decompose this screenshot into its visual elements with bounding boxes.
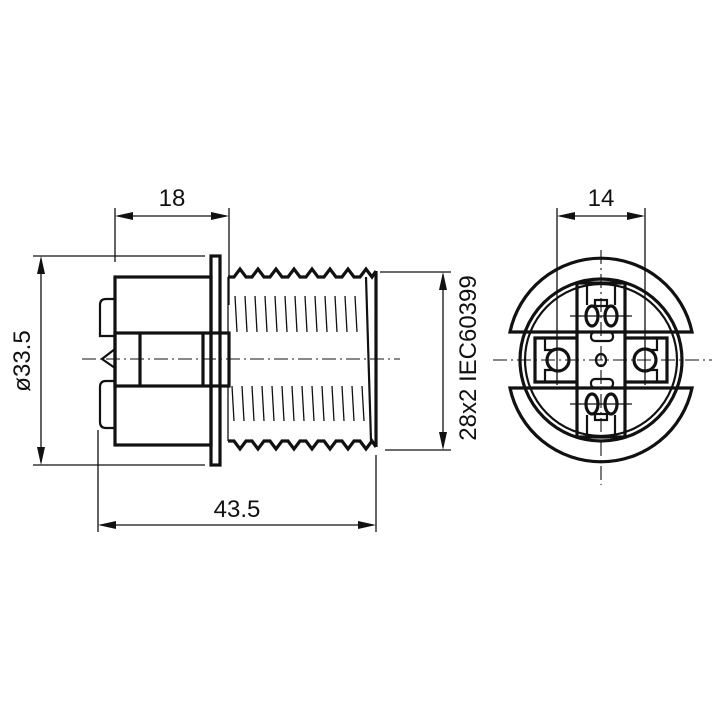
lower-contacts xyxy=(570,377,632,422)
upper-contacts xyxy=(570,298,632,343)
rear-body xyxy=(113,275,213,447)
dimension-label-diameter: ø33.5 xyxy=(9,330,36,391)
lower-shell xyxy=(508,386,694,464)
lower-thread-hatch xyxy=(231,385,365,422)
central-boss xyxy=(113,331,231,388)
contact-carrier xyxy=(575,281,627,439)
top-thread-profile xyxy=(228,266,378,280)
inner-body-ring xyxy=(518,277,684,443)
dimension-label-18: 18 xyxy=(159,185,186,212)
center-hole xyxy=(594,352,608,368)
dimension-43-5 xyxy=(97,430,377,532)
dimension-diameter xyxy=(33,255,205,466)
lower-terminal-tab xyxy=(98,379,115,430)
upper-shell xyxy=(508,256,694,334)
left-arm xyxy=(533,336,577,384)
dimension-label-14: 14 xyxy=(588,185,615,212)
dimension-label-43-5: 43.5 xyxy=(214,496,261,523)
dimension-18 xyxy=(114,208,230,305)
bottom-thread-profile xyxy=(228,438,378,452)
dimension-14 xyxy=(556,208,646,385)
dimension-label-thread: 28x2 IEC60399 xyxy=(455,275,482,440)
flange xyxy=(209,254,222,467)
right-arm xyxy=(625,336,669,384)
upper-terminal-tab xyxy=(98,297,115,338)
end-view: 14 xyxy=(493,185,712,485)
wire-notch xyxy=(100,348,116,369)
upper-thread-hatch xyxy=(234,295,358,333)
side-view: 18 ø33.5 43.5 xyxy=(9,185,482,532)
left-screw-hole xyxy=(545,347,571,373)
dimension-thread xyxy=(380,271,451,451)
